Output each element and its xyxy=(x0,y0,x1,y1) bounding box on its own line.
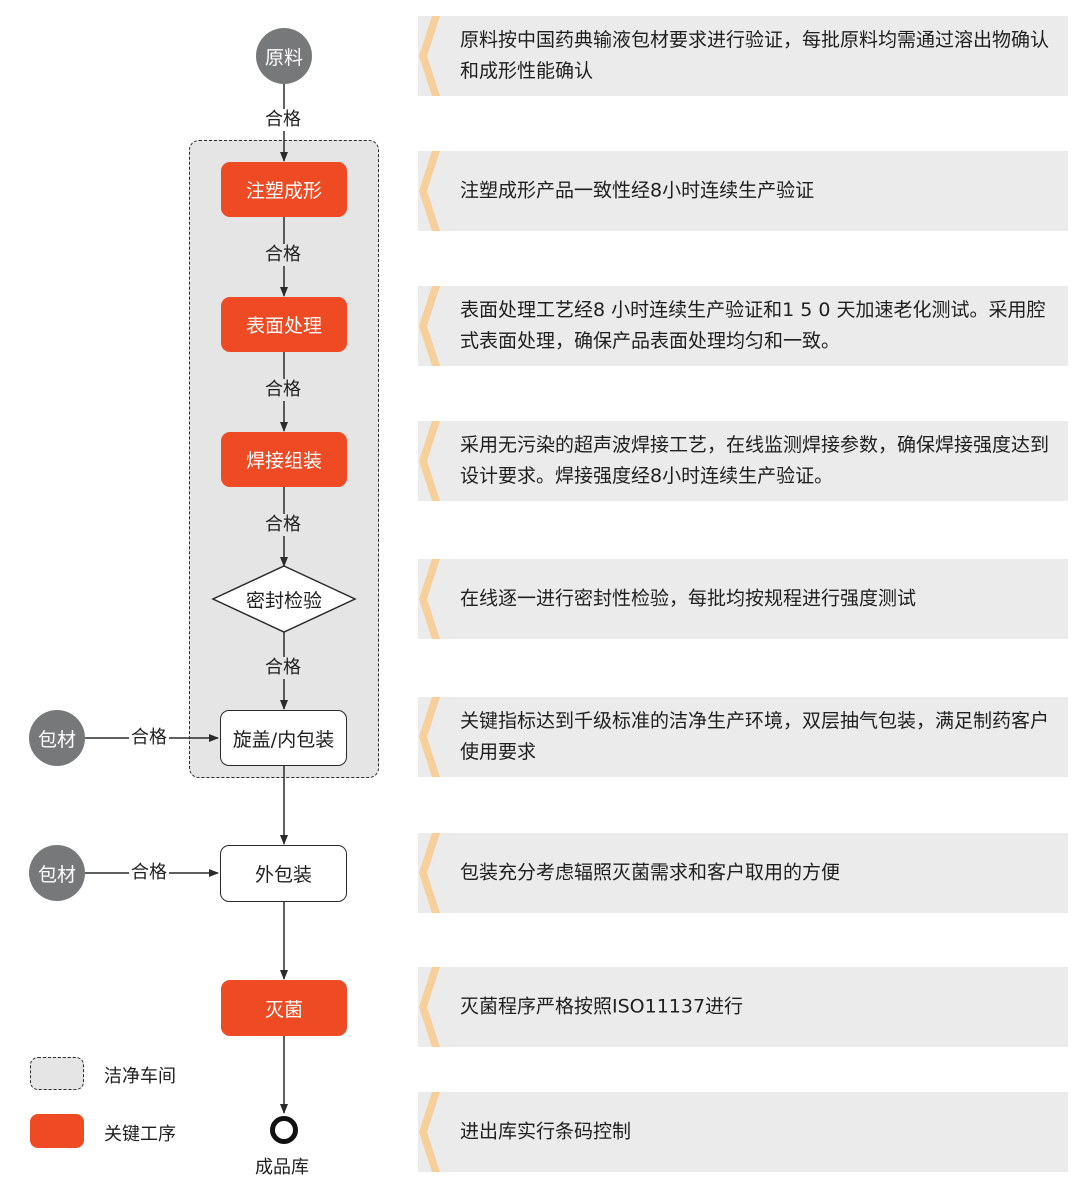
qualified-label: 合格 xyxy=(263,379,303,401)
sterilization-node: 灭菌 xyxy=(221,980,347,1036)
injection-molding-node: 注塑成形 xyxy=(221,162,347,217)
note-welding-assembly: 采用无污染的超声波焊接工艺，在线监测焊接参数，确保焊接强度达到设计要求。焊接强度… xyxy=(418,421,1068,501)
packaging-material-label: 包材 xyxy=(37,728,76,751)
qualified-label: 合格 xyxy=(263,514,303,536)
qualified-label: 合格 xyxy=(129,727,169,749)
qualified-label: 合格 xyxy=(263,244,303,266)
note-text: 注塑成形产品一致性经8小时连续生产验证 xyxy=(460,179,815,202)
welding-assembly-label: 焊接组装 xyxy=(245,450,322,472)
packaging-material-label: 包材 xyxy=(37,863,76,886)
note-accent-chevron xyxy=(419,833,440,913)
note-clean-room: 关键指标达到千级标准的洁净生产环境，双层抽气包装，满足制药客户使用要求 xyxy=(418,697,1068,777)
note-text: 原料按中国药典输液包材要求进行验证，每批原料均需通过溶出物确认和成形性能确认 xyxy=(460,29,1050,82)
finished-warehouse-label: 成品库 xyxy=(255,1157,309,1178)
note-outer-packaging: 包装充分考虑辐照灭菌需求和客户取用的方便 xyxy=(418,833,1068,913)
legend-clean-room-label: 洁净车间 xyxy=(104,1066,176,1087)
note-text: 灭菌程序严格按照ISO11137进行 xyxy=(460,995,744,1018)
note-accent-chevron xyxy=(419,421,440,501)
legend-key-process-label: 关键工序 xyxy=(104,1124,176,1145)
raw-material-label: 原料 xyxy=(264,46,303,69)
finished-warehouse-terminal xyxy=(270,1116,298,1144)
note-text: 在线逐一进行密封性检验，每批均按规程进行强度测试 xyxy=(460,587,917,610)
packaging-material-node: 包材 xyxy=(29,845,85,901)
note-text: 表面处理工艺经8 小时连续生产验证和1 5 0 天加速老化测试。采用腔式表面处理… xyxy=(460,299,1046,352)
surface-treatment-label: 表面处理 xyxy=(245,315,322,337)
note-text: 关键指标达到千级标准的洁净生产环境，双层抽气包装，满足制药客户使用要求 xyxy=(460,710,1050,763)
note-accent-chevron xyxy=(419,16,440,96)
injection-molding-label: 注塑成形 xyxy=(245,180,322,202)
sterilization-label: 灭菌 xyxy=(264,998,303,1021)
note-text: 包装充分考虑辐照灭菌需求和客户取用的方便 xyxy=(460,861,841,884)
legend-clean-room-swatch xyxy=(30,1057,84,1090)
note-seal-inspection: 在线逐一进行密封性检验，每批均按规程进行强度测试 xyxy=(418,559,1068,639)
note-text: 进出库实行条码控制 xyxy=(460,1120,632,1143)
note-accent-chevron xyxy=(419,151,440,231)
note-accent-chevron xyxy=(419,559,440,639)
note-accent-chevron xyxy=(419,967,440,1047)
qualified-label: 合格 xyxy=(129,862,169,884)
note-surface-treatment: 表面处理工艺经8 小时连续生产验证和1 5 0 天加速老化测试。采用腔式表面处理… xyxy=(418,286,1068,366)
note-accent-chevron xyxy=(419,286,440,366)
packaging-material-node: 包材 xyxy=(29,710,85,766)
note-injection-molding: 注塑成形产品一致性经8小时连续生产验证 xyxy=(418,151,1068,231)
qualified-label: 合格 xyxy=(263,657,303,679)
legend-key-process-swatch xyxy=(30,1114,84,1148)
seal-inspection-diamond xyxy=(211,565,357,633)
note-accent-chevron xyxy=(419,1092,440,1172)
note-sterilization: 灭菌程序严格按照ISO11137进行 xyxy=(418,967,1068,1047)
raw-material-node: 原料 xyxy=(256,28,312,84)
outer-packaging-label: 外包装 xyxy=(254,864,312,886)
welding-assembly-node: 焊接组装 xyxy=(221,432,347,487)
qualified-label: 合格 xyxy=(263,109,303,131)
note-warehouse: 进出库实行条码控制 xyxy=(418,1092,1068,1172)
outer-packaging-node: 外包装 xyxy=(220,845,347,902)
note-accent-chevron xyxy=(419,697,440,777)
seal-inspection-label: 密封检验 xyxy=(245,589,322,612)
note-raw-material: 原料按中国药典输液包材要求进行验证，每批原料均需通过溶出物确认和成形性能确认 xyxy=(418,16,1068,96)
capping-inner-packaging-label: 旋盖/内包装 xyxy=(232,728,335,751)
note-text: 采用无污染的超声波焊接工艺，在线监测焊接参数，确保焊接强度达到设计要求。焊接强度… xyxy=(460,434,1050,487)
surface-treatment-node: 表面处理 xyxy=(221,297,347,352)
capping-inner-packaging-node: 旋盖/内包装 xyxy=(220,710,347,766)
